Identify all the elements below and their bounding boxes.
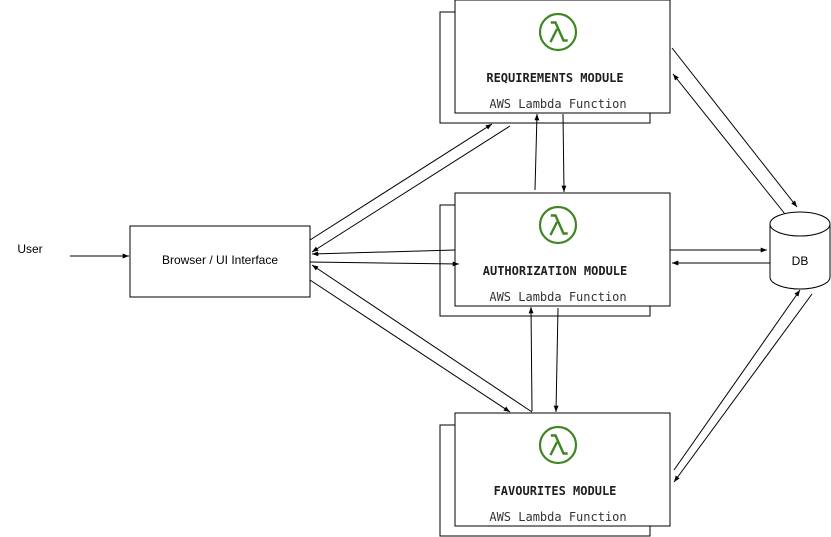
arrow-requirements-to-db xyxy=(671,47,798,208)
arrow-db-to-favourites xyxy=(673,293,813,483)
browser-node: Browser / UI Interface xyxy=(129,225,311,298)
arrow-browser-to-requirements xyxy=(309,123,493,241)
requirements-subtitle: AWS Lambda Function xyxy=(489,97,626,111)
arrow-requirements-to-browser xyxy=(311,125,511,253)
arrow-db-to-requirements xyxy=(672,73,786,215)
favourites-title: FAVOURITES MODULE xyxy=(494,484,617,498)
database-node: DB xyxy=(769,211,831,290)
arrow-browser-to-favourites xyxy=(309,279,511,413)
favourites-module: FAVOURITES MODULE AWS Lambda Function xyxy=(439,412,671,537)
database-label: DB xyxy=(792,254,809,268)
authorization-subtitle: AWS Lambda Function xyxy=(489,290,626,304)
requirements-module: REQUIREMENTS MODULE AWS Lambda Function xyxy=(439,0,671,124)
arrow-favourites-to-browser xyxy=(311,264,533,413)
requirements-title: REQUIREMENTS MODULE xyxy=(486,71,623,85)
arrow-authorization-to-requirements xyxy=(534,113,540,191)
arrow-favourites-to-db xyxy=(673,289,801,471)
favourites-subtitle: AWS Lambda Function xyxy=(489,510,626,524)
arrow-requirements-to-authorization xyxy=(561,113,567,193)
edges xyxy=(70,47,813,483)
arrow-authorization-to-browser xyxy=(311,249,456,257)
arrow-authorization-to-favourites xyxy=(553,307,559,413)
authorization-module: AUTHORIZATION MODULE AWS Lambda Function xyxy=(439,192,671,317)
arrow-browser-to-authorization xyxy=(309,261,460,267)
browser-label: Browser / UI Interface xyxy=(162,253,278,267)
arrow-favourites-to-authorization xyxy=(528,306,534,412)
user-label: User xyxy=(17,242,42,256)
authorization-title: AUTHORIZATION MODULE xyxy=(483,264,628,278)
